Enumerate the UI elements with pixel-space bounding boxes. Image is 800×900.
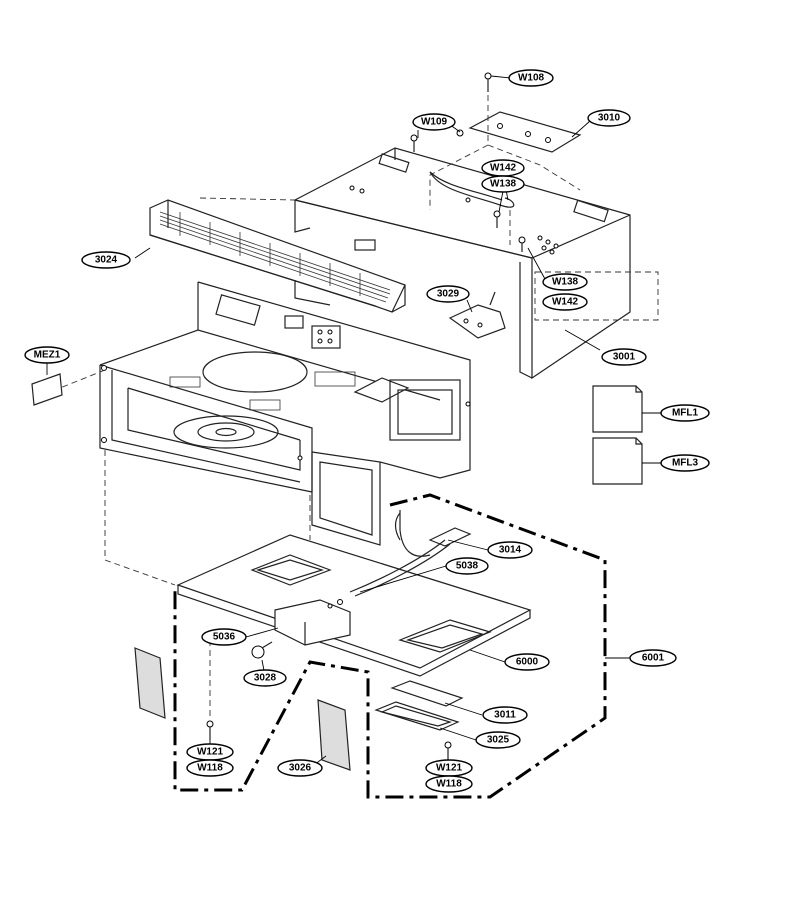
- callout-label: 3029: [437, 289, 460, 300]
- callout-3028: 3028: [243, 669, 287, 687]
- callout-label: 6000: [516, 657, 539, 668]
- callout-w142-side: W142: [542, 293, 588, 311]
- callout-6001: 6001: [629, 649, 677, 667]
- lamp-cover: [390, 680, 464, 707]
- screw-w109: [410, 129, 464, 152]
- callout-w121-left: W121: [186, 743, 234, 761]
- screw-w121-right: [444, 741, 452, 760]
- callout-w138-top: W138: [481, 175, 525, 193]
- callout-label: W142: [552, 297, 579, 308]
- callout-label: W121: [436, 763, 463, 774]
- screw-w121-left: [206, 720, 214, 740]
- callout-mfl3: MFL3: [660, 454, 710, 472]
- callout-label: MFL3: [672, 458, 699, 469]
- callout-label: 3001: [613, 352, 636, 363]
- callout-label: 3010: [598, 113, 621, 124]
- screw-w108: [484, 72, 492, 92]
- label-card: [31, 373, 63, 406]
- callout-label: W118: [436, 779, 462, 790]
- callout-w142-top: W142: [481, 159, 525, 177]
- grease-filter-right: [317, 699, 351, 771]
- wire-harness: [349, 510, 472, 597]
- callout-3026: 3026: [277, 759, 323, 777]
- assembly-group-outline: [173, 493, 607, 799]
- callout-w118-left: W118: [186, 759, 234, 777]
- callout-label: W118: [197, 763, 223, 774]
- callout-mez1: MEZ1: [24, 346, 70, 364]
- top-bracket: [468, 111, 582, 153]
- callout-label: 3026: [289, 763, 312, 774]
- callout-label: W108: [518, 73, 545, 84]
- callout-label: 3024: [95, 255, 118, 266]
- callout-5036: 5036: [201, 628, 247, 646]
- callout-label: 3014: [499, 545, 522, 556]
- callout-w138-side: W138: [542, 273, 588, 291]
- outer-cabinet: [293, 147, 631, 380]
- callout-label: 6001: [642, 653, 665, 664]
- callout-w109: W109: [412, 113, 456, 131]
- callout-label: 3011: [494, 710, 516, 721]
- lamp: [251, 641, 273, 659]
- callout-label: 5038: [456, 561, 479, 572]
- callout-3011: 3011: [482, 706, 528, 724]
- manual-booklet-1: [592, 385, 643, 433]
- callout-6000: 6000: [504, 653, 550, 671]
- callout-label: W138: [552, 277, 579, 288]
- screw-w138-side: [518, 236, 526, 252]
- screw-w138-top: [493, 210, 501, 228]
- callout-3001: 3001: [601, 348, 647, 366]
- callout-mfl1: MFL1: [660, 404, 710, 422]
- callout-3024: 3024: [81, 251, 131, 269]
- callout-label: W142: [490, 163, 517, 174]
- mounting-bracket: [448, 291, 506, 339]
- vent-grille: [149, 199, 406, 313]
- callout-label: 3028: [254, 673, 277, 684]
- manual-booklet-2: [592, 437, 643, 485]
- callout-label: 5036: [213, 632, 236, 643]
- callout-label: MEZ1: [34, 350, 61, 361]
- callout-label: W121: [197, 747, 224, 758]
- base-plate: [176, 534, 532, 677]
- callout-5038: 5038: [445, 557, 489, 575]
- callout-label: MFL1: [672, 408, 699, 419]
- callout-label: W109: [421, 117, 448, 128]
- callout-w108: W108: [508, 69, 554, 87]
- callout-w121-right: W121: [425, 759, 473, 777]
- grease-filter-left: [134, 647, 166, 719]
- lamp-holder: [374, 701, 460, 731]
- callout-3014: 3014: [487, 541, 533, 559]
- callout-label: W138: [490, 179, 517, 190]
- callout-w118-right: W118: [425, 775, 473, 793]
- oven-cavity: [99, 281, 471, 546]
- callout-3025: 3025: [475, 731, 521, 749]
- callout-label: 3025: [487, 735, 510, 746]
- callout-3029: 3029: [426, 285, 470, 303]
- callout-3010: 3010: [587, 109, 631, 127]
